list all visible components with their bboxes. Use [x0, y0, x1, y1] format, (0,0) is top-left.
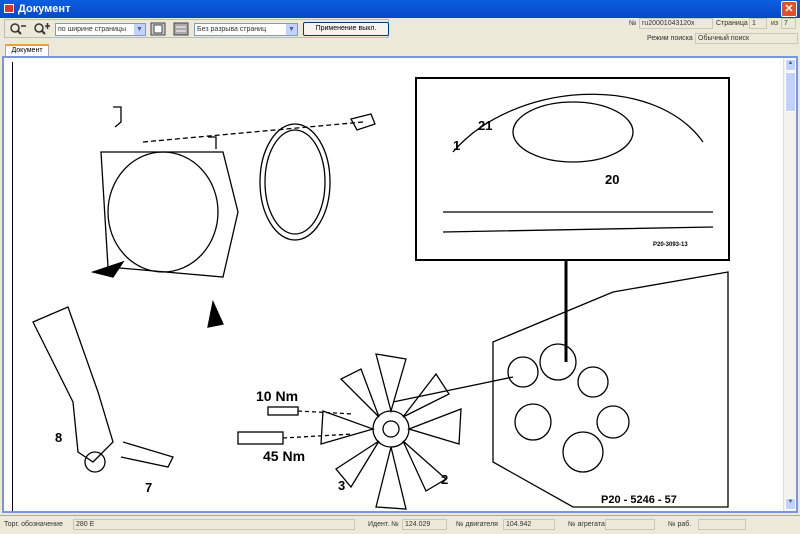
- search-mode-field: Обычный поиск: [695, 33, 798, 44]
- document-page: 21 1 20 P20-3093-13 10 Nm 45 Nm 8 7 3 2 …: [12, 62, 784, 511]
- callout-8: 8: [55, 430, 63, 445]
- zoom-select[interactable]: по ширине страницы ▼: [55, 23, 146, 36]
- engine-pulley: [507, 356, 539, 388]
- assembly-line: [142, 121, 364, 143]
- clip: [208, 136, 217, 149]
- callout-1: 1: [453, 138, 461, 153]
- engine-label: № двигателя: [456, 521, 498, 528]
- inset-reference: P20-3093-13: [653, 242, 688, 248]
- engine-pulley: [514, 403, 552, 441]
- page-break-select[interactable]: Без разрыва страниц ▼: [194, 23, 298, 36]
- toolbar: по ширине страницы ▼ Без разрыва страниц ▼…: [4, 19, 389, 38]
- trade-field: 280 E: [73, 519, 355, 530]
- single-page-icon[interactable]: [150, 22, 166, 38]
- callout-20: 20: [605, 172, 620, 187]
- arrow: [90, 260, 125, 278]
- callout-2: 2: [441, 472, 449, 487]
- scroll-down-icon[interactable]: ▼: [785, 498, 796, 510]
- arrow: [207, 299, 224, 328]
- number-label: №: [629, 20, 637, 27]
- torque-10nm: 10 Nm: [256, 388, 299, 404]
- page-field: 1: [749, 18, 767, 29]
- callout-7: 7: [145, 480, 153, 495]
- ident-label: Идент. №: [368, 521, 399, 528]
- engine-block: [492, 271, 729, 508]
- apply-button[interactable]: Применение выкл.: [303, 22, 389, 36]
- pulley: [512, 101, 634, 163]
- status-bar: Торг. обозначение 280 E Идент. № 124.029…: [0, 515, 800, 534]
- scroll-thumb[interactable]: [785, 72, 796, 112]
- fan-shroud: [100, 151, 239, 278]
- engine-pulley: [596, 405, 630, 439]
- fastener: [350, 113, 376, 131]
- belt-lines: [442, 211, 714, 233]
- title-bar: Документ ✕: [0, 0, 800, 18]
- work-field: [698, 519, 746, 530]
- tool-head: [84, 451, 106, 473]
- page-break-select-value: Без разрыва страниц: [197, 26, 267, 33]
- bolt-line: [282, 433, 354, 439]
- ident-field: 124.029: [402, 519, 447, 530]
- zoom-in-icon[interactable]: [33, 22, 51, 38]
- tool-bit: [120, 441, 174, 468]
- of-label: из: [771, 20, 779, 27]
- vertical-scrollbar[interactable]: ▲ ▼: [783, 58, 796, 511]
- scroll-up-icon[interactable]: ▲: [785, 59, 796, 71]
- bolt-line: [297, 410, 354, 415]
- chevron-down-icon: ▼: [134, 24, 145, 35]
- fan-ring: [259, 123, 331, 241]
- close-button[interactable]: ✕: [781, 1, 797, 17]
- chevron-down-icon: ▼: [286, 24, 297, 35]
- technical-drawing: [32, 77, 730, 510]
- fan-ring-inner: [264, 129, 326, 235]
- search-mode-label: Режим поиска: [647, 35, 693, 42]
- document-viewer: 21 1 20 P20-3093-13 10 Nm 45 Nm 8 7 3 2 …: [2, 56, 798, 513]
- of-field: 7: [781, 18, 796, 29]
- unit-field: [605, 519, 655, 530]
- number-field: ru20001043120x: [639, 18, 713, 29]
- fan-pointer: [392, 376, 514, 403]
- work-label: № раб.: [668, 521, 692, 528]
- fan: [320, 353, 462, 510]
- trade-label: Торг. обозначение: [4, 521, 63, 528]
- tab-document[interactable]: Документ: [5, 44, 49, 57]
- callout-3: 3: [338, 478, 346, 493]
- clip: [113, 106, 122, 128]
- page-label: Страница: [716, 20, 748, 27]
- shroud-opening: [107, 151, 219, 273]
- detail-inset: [415, 77, 730, 261]
- zoom-out-icon[interactable]: [9, 22, 27, 38]
- window-title: Документ: [18, 3, 71, 15]
- engine-pulley: [562, 431, 604, 473]
- pulley-outline: [452, 93, 704, 153]
- callout-21: 21: [478, 118, 493, 133]
- figure-reference: P20 - 5246 - 57: [601, 494, 677, 506]
- engine-pulley: [539, 343, 577, 381]
- multi-page-icon[interactable]: [173, 22, 189, 38]
- app-icon: [4, 4, 14, 13]
- engine-pulley: [577, 366, 609, 398]
- engine-field: 104.942: [503, 519, 555, 530]
- unit-label: № агрегата: [568, 521, 605, 528]
- torque-45nm: 45 Nm: [263, 448, 306, 464]
- fan-tool: [32, 306, 114, 463]
- zoom-select-value: по ширине страницы: [58, 26, 126, 33]
